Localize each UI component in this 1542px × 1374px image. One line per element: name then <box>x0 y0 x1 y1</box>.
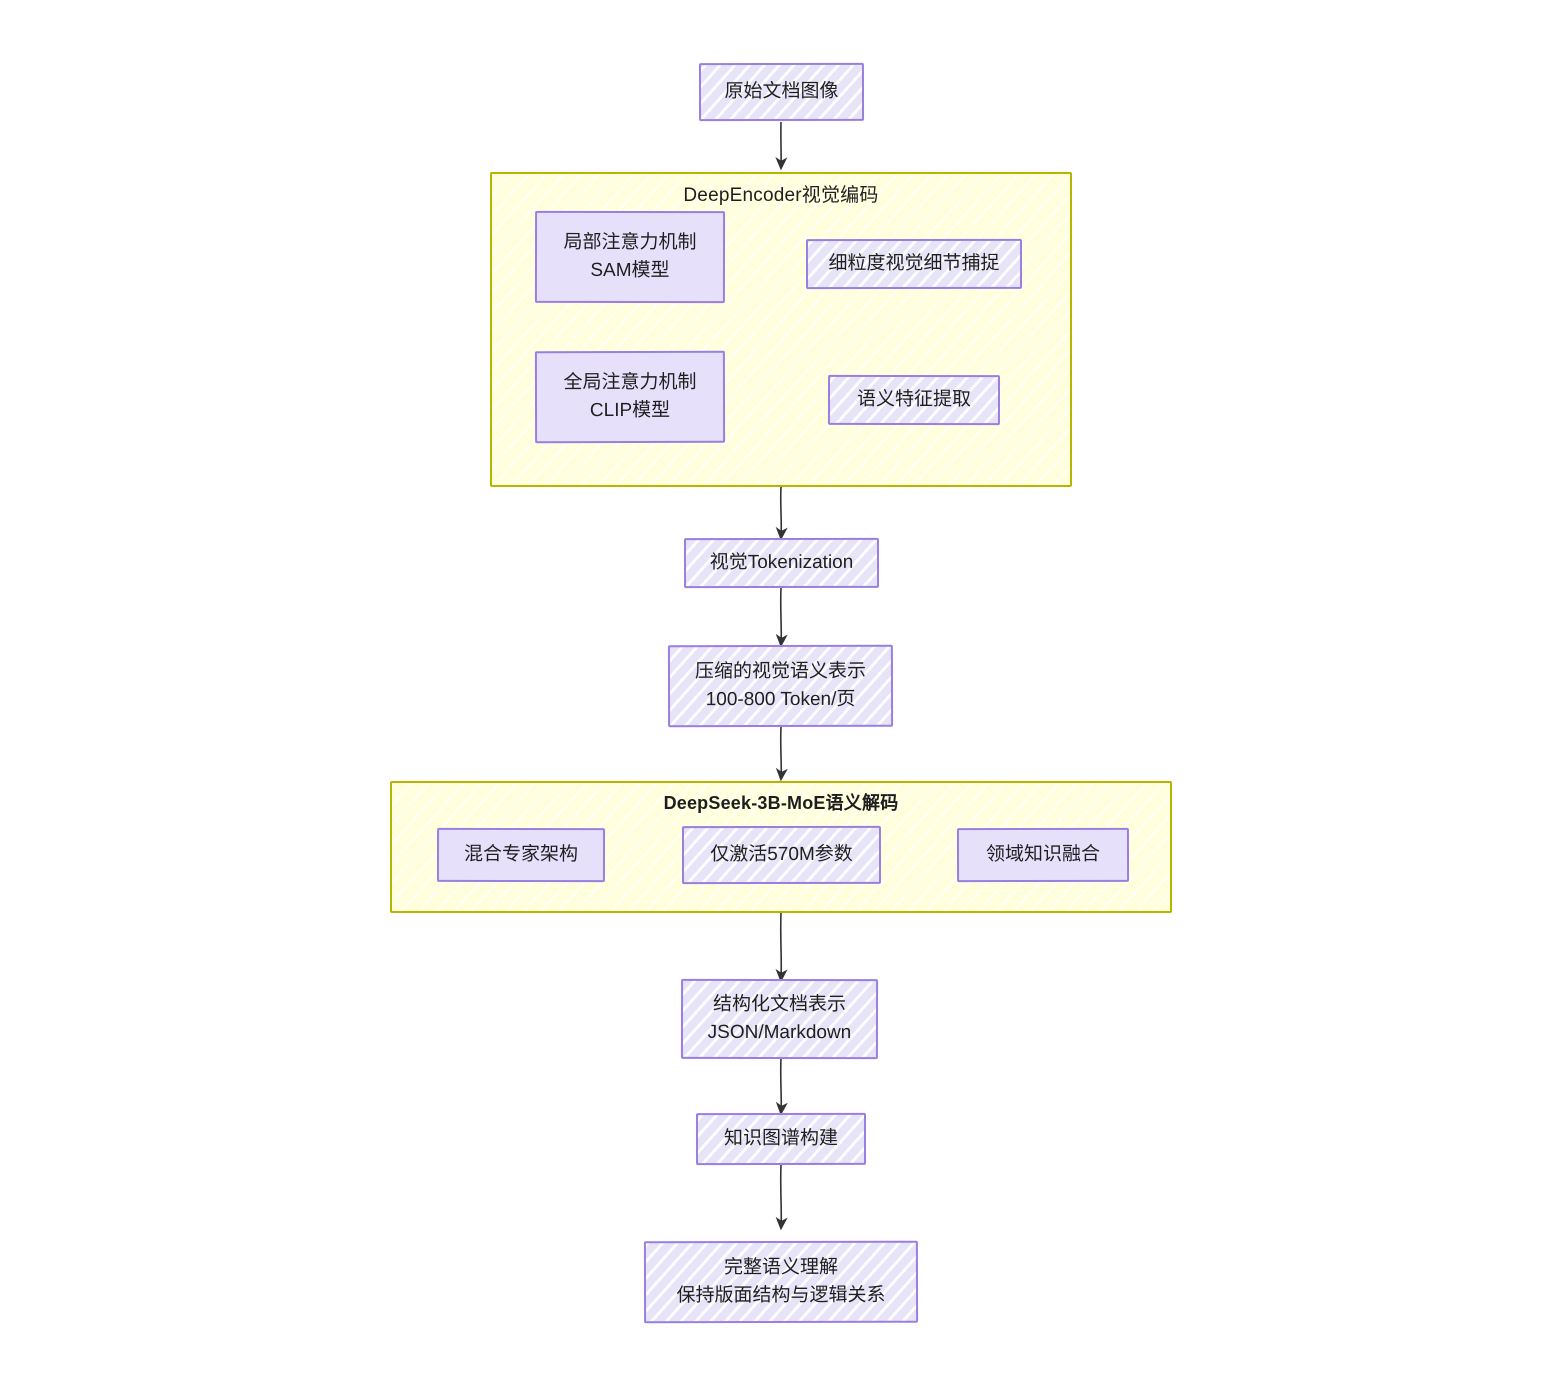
node-full-semantic[interactable]: 完整语义理解 保持版面结构与逻辑关系 <box>643 1240 919 1324</box>
node-compressed-representation[interactable]: 压缩的视觉语义表示 100-800 Token/页 <box>667 644 894 728</box>
edge-decoder-to-structured <box>775 912 788 983</box>
edge-compressed-to-decoder <box>775 726 788 782</box>
node-global-attention-line1: 全局注意力机制 <box>563 372 697 394</box>
container-deepencoder-title: DeepEncoder视觉编码 <box>683 185 879 206</box>
node-fine-grained-label: 细粒度视觉细节捕捉 <box>828 253 1000 275</box>
node-fine-grained[interactable]: 细粒度视觉细节捕捉 <box>805 238 1023 290</box>
edge-structured-to-graph <box>775 1057 788 1116</box>
node-source-image-label: 原始文档图像 <box>724 81 839 103</box>
node-global-attention[interactable]: 全局注意力机制 CLIP模型 <box>534 350 726 444</box>
node-semantic-feature[interactable]: 语义特征提取 <box>827 374 1001 426</box>
node-moe-architecture[interactable]: 混合专家架构 <box>436 827 606 883</box>
node-structured-document-line1: 结构化文档表示 <box>712 994 847 1016</box>
node-local-attention[interactable]: 局部注意力机制 SAM模型 <box>534 210 726 304</box>
node-local-attention-line1: 局部注意力机制 <box>563 232 697 254</box>
node-full-semantic-line2: 保持版面结构与逻辑关系 <box>676 1284 886 1307</box>
edge-tokenization-to-compressed <box>775 587 788 648</box>
node-source-image[interactable]: 原始文档图像 <box>698 62 865 122</box>
node-semantic-feature-label: 语义特征提取 <box>856 389 972 411</box>
node-knowledge-graph[interactable]: 知识图谱构建 <box>695 1112 867 1166</box>
node-structured-document-line2: JSON/Markdown <box>707 1021 852 1044</box>
node-local-attention-line2: SAM模型 <box>590 259 670 282</box>
node-full-semantic-line1: 完整语义理解 <box>723 1257 838 1279</box>
node-activated-params-label: 仅激活570M参数 <box>710 844 853 866</box>
edge-encoder-to-tokenization <box>775 486 788 541</box>
node-compressed-representation-line1: 压缩的视觉语义表示 <box>694 661 866 683</box>
node-global-attention-line2: CLIP模型 <box>589 399 671 422</box>
node-compressed-representation-line2: 100-800 Token/页 <box>705 688 856 711</box>
node-domain-knowledge[interactable]: 领域知识融合 <box>956 827 1130 883</box>
node-activated-params[interactable]: 仅激活570M参数 <box>681 825 882 885</box>
node-structured-document[interactable]: 结构化文档表示 JSON/Markdown <box>680 978 879 1060</box>
node-moe-architecture-label: 混合专家架构 <box>463 844 579 866</box>
edge-graph-to-full <box>775 1164 788 1231</box>
node-knowledge-graph-label: 知识图谱构建 <box>723 1128 839 1150</box>
container-deepseek-title: DeepSeek-3B-MoE语义解码 <box>663 793 899 813</box>
node-visual-tokenization-label: 视觉Tokenization <box>709 552 854 574</box>
node-domain-knowledge-label: 领域知识融合 <box>985 844 1101 866</box>
node-visual-tokenization[interactable]: 视觉Tokenization <box>683 537 880 589</box>
